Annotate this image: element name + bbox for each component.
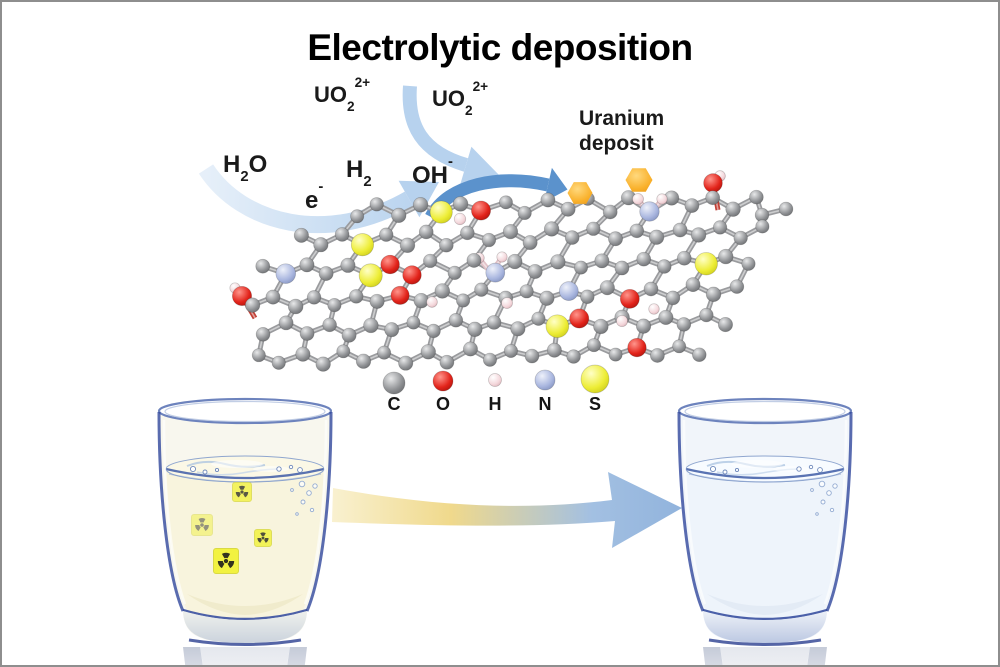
clean-water-glass	[677, 397, 853, 665]
label-text: H	[346, 156, 364, 183]
label-superscript: 2+	[354, 74, 371, 90]
label-water: H2O	[223, 151, 268, 185]
legend-label-carbon: C	[387, 394, 401, 414]
label-uranium-deposit: Uranium deposit	[579, 107, 665, 155]
label-text: e	[305, 187, 319, 214]
uranium-deposit-icon	[625, 168, 653, 192]
label-superscript: 2+	[472, 78, 489, 94]
molecule-atoms	[229, 170, 794, 372]
radioactive-icon	[191, 514, 213, 536]
label-subscript: 2	[347, 98, 355, 114]
uranium-deposit-icon	[567, 182, 593, 204]
radioactive-icon	[232, 482, 252, 502]
arrow-water-electron-swoosh-icon	[198, 164, 414, 234]
arrow-uranyl-to-surface-icon	[402, 85, 469, 172]
label-subscript: 2	[363, 174, 372, 191]
legend-atom-ball-oxygen	[432, 370, 454, 392]
legend-atom-ball-hydrogen	[488, 373, 502, 387]
label-hydroxide: OH-	[412, 155, 453, 189]
label-text: UO	[432, 86, 465, 111]
legend-label-sulfur: S	[588, 394, 602, 414]
label-text: O	[248, 151, 268, 178]
label-hydrogen-gas: H2	[346, 156, 372, 190]
label-superscript: -	[448, 154, 453, 171]
atom-legend	[382, 364, 610, 395]
legend-label-oxygen: O	[435, 394, 451, 414]
label-superscript: -	[318, 179, 324, 196]
label-text: UO	[314, 82, 347, 107]
legend-label-hydrogen: H	[488, 394, 502, 414]
legend-atom-ball-carbon	[382, 371, 406, 395]
purification-arrow-icon	[332, 472, 682, 548]
label-uranyl-ion-left: UO2 2+	[314, 75, 370, 113]
label-subscript: 2	[240, 169, 249, 186]
legend-atom-ball-sulfur	[580, 364, 610, 394]
radioactive-icon	[254, 529, 272, 547]
contaminated-water-glass	[157, 397, 333, 665]
label-text: H	[223, 151, 241, 178]
label-uranyl-ion-right: UO2 2+	[432, 79, 488, 117]
arrowhead-icon	[460, 146, 499, 184]
figure-title: Electrolytic deposition	[307, 27, 693, 68]
radioactive-icon	[213, 548, 239, 574]
legend-label-nitrogen: N	[538, 394, 552, 414]
label-electron: e-	[305, 180, 323, 214]
label-subscript: 2	[465, 102, 473, 118]
legend-atom-ball-nitrogen	[534, 369, 556, 391]
label-text: OH	[412, 162, 448, 189]
molecule-graphene-sheet	[229, 170, 794, 372]
